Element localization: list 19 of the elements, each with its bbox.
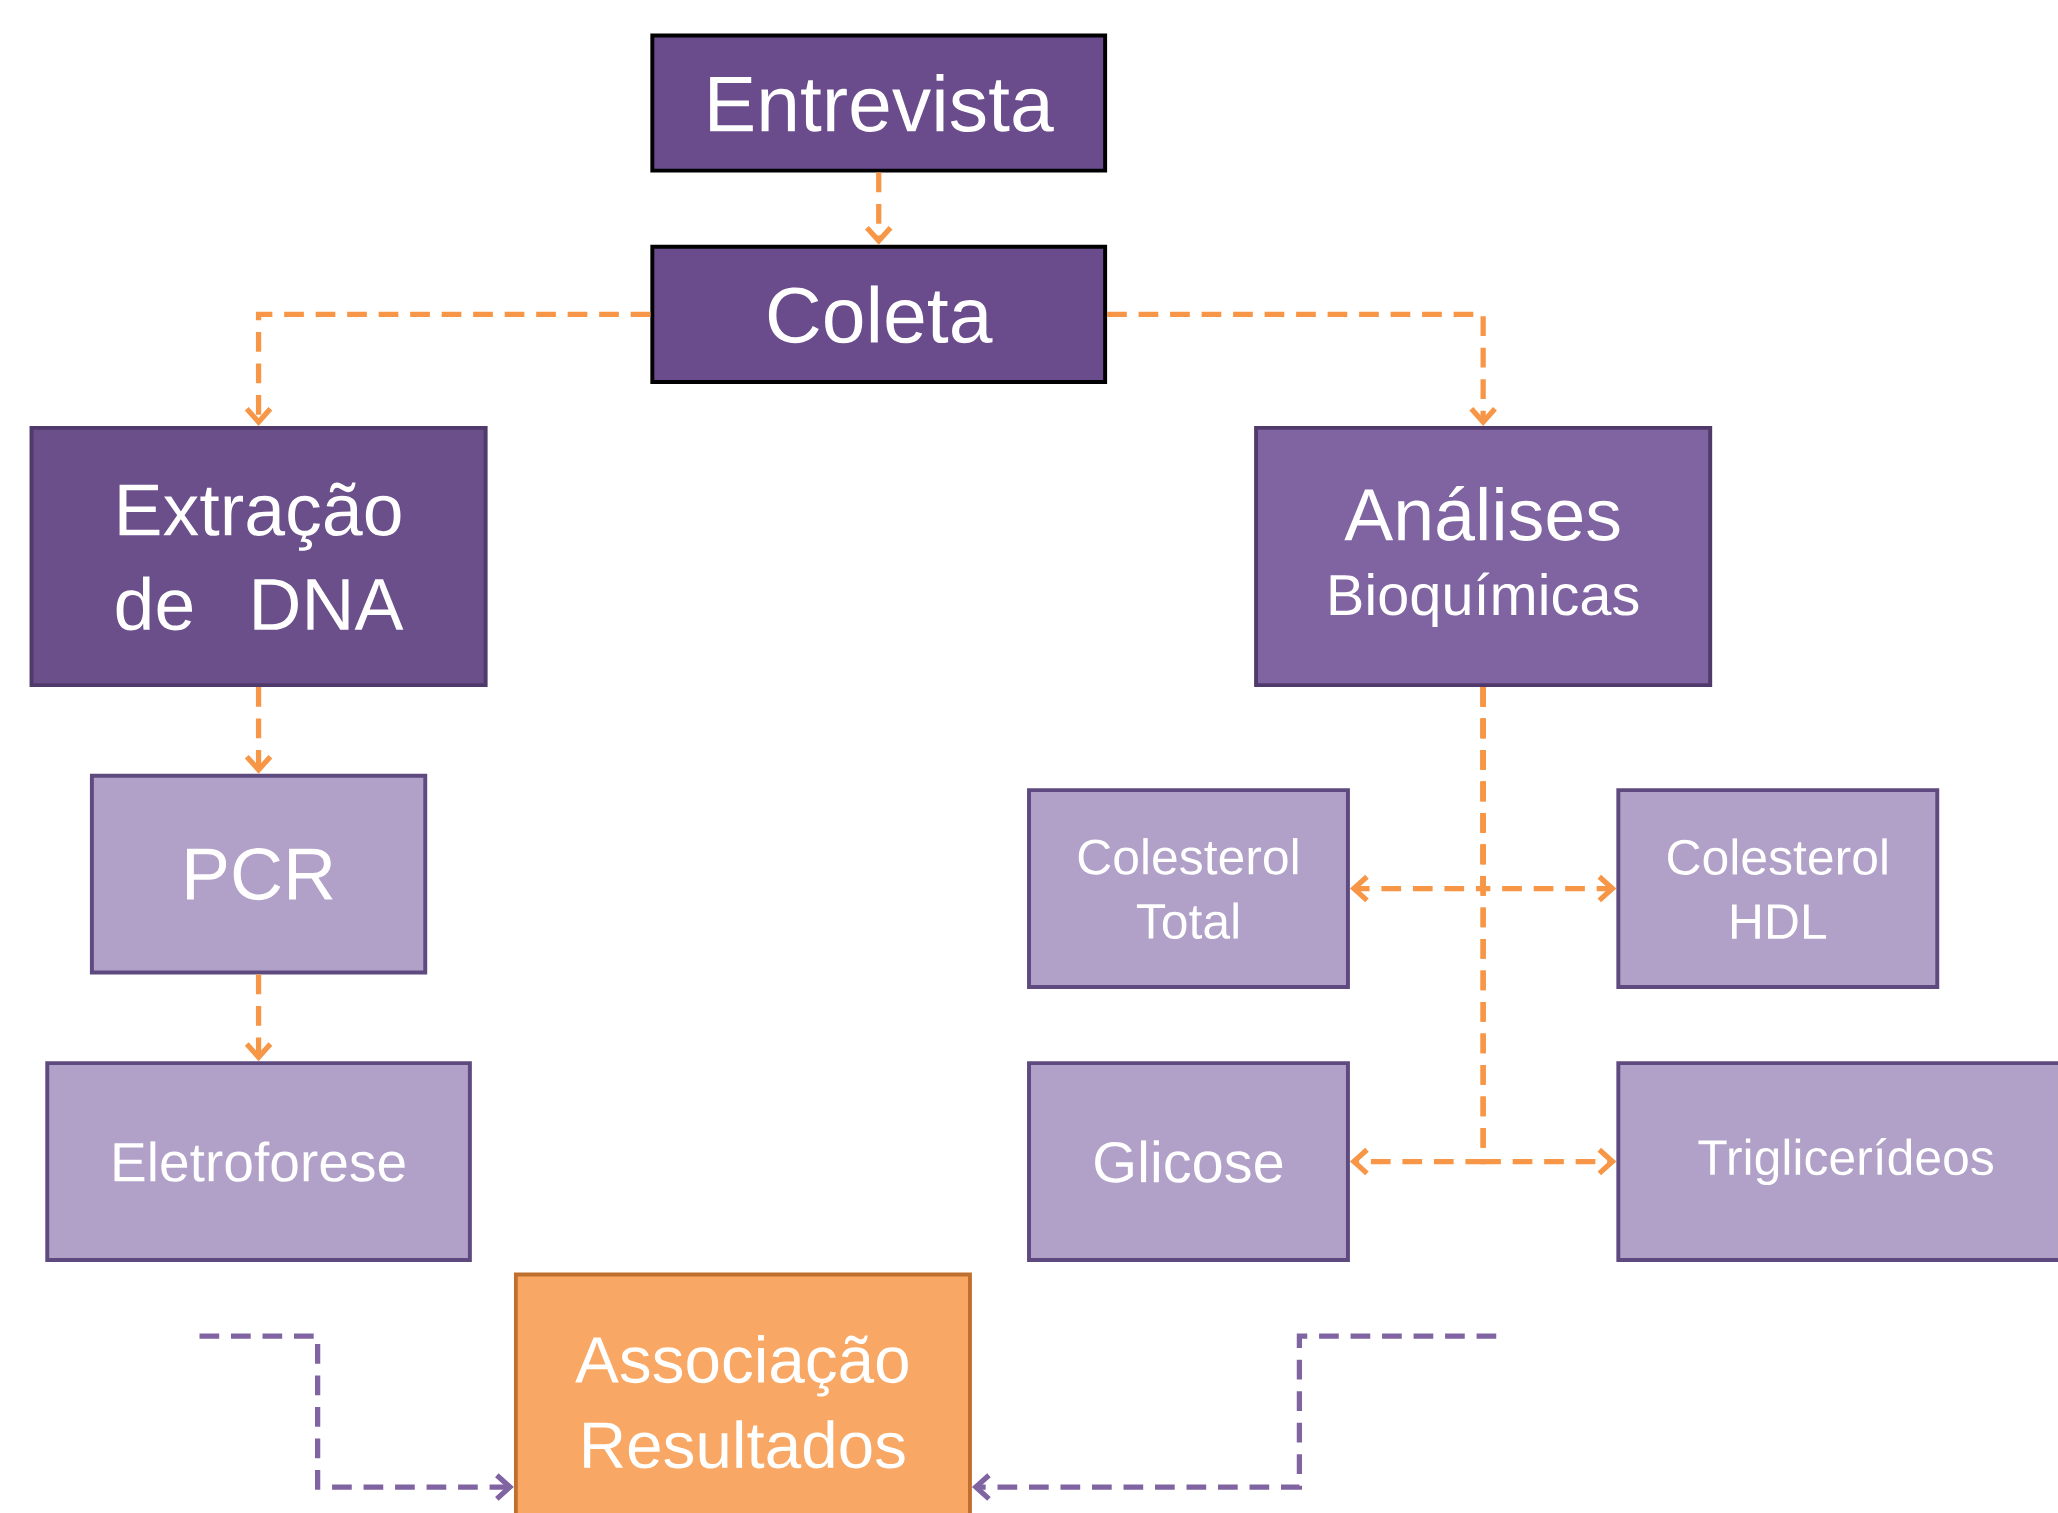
arrow <box>199 1333 514 1501</box>
process-box: Coleta <box>650 244 1108 384</box>
process-box: Glicose <box>1027 1061 1350 1262</box>
process-box: Triglicerídeos <box>1616 1061 2058 1262</box>
arrow <box>1107 311 1497 426</box>
process-box: Colesterol Total <box>1027 788 1350 989</box>
process-box: Análises Bioquímicas <box>1254 425 1713 687</box>
result-box: Associação Resultados <box>513 1272 972 1513</box>
arrow <box>864 172 893 245</box>
arrow <box>971 1333 1497 1501</box>
process-box: PCR <box>89 773 428 975</box>
process-box: Colesterol HDL <box>1616 788 1940 989</box>
arrow <box>244 311 651 426</box>
process-box: Entrevista <box>650 33 1108 173</box>
arrow <box>244 974 273 1061</box>
arrow <box>1480 686 1617 1176</box>
process-box: Eletroforese <box>45 1061 472 1262</box>
arrow <box>244 686 273 774</box>
process-box: Extração de DNA <box>29 425 488 687</box>
